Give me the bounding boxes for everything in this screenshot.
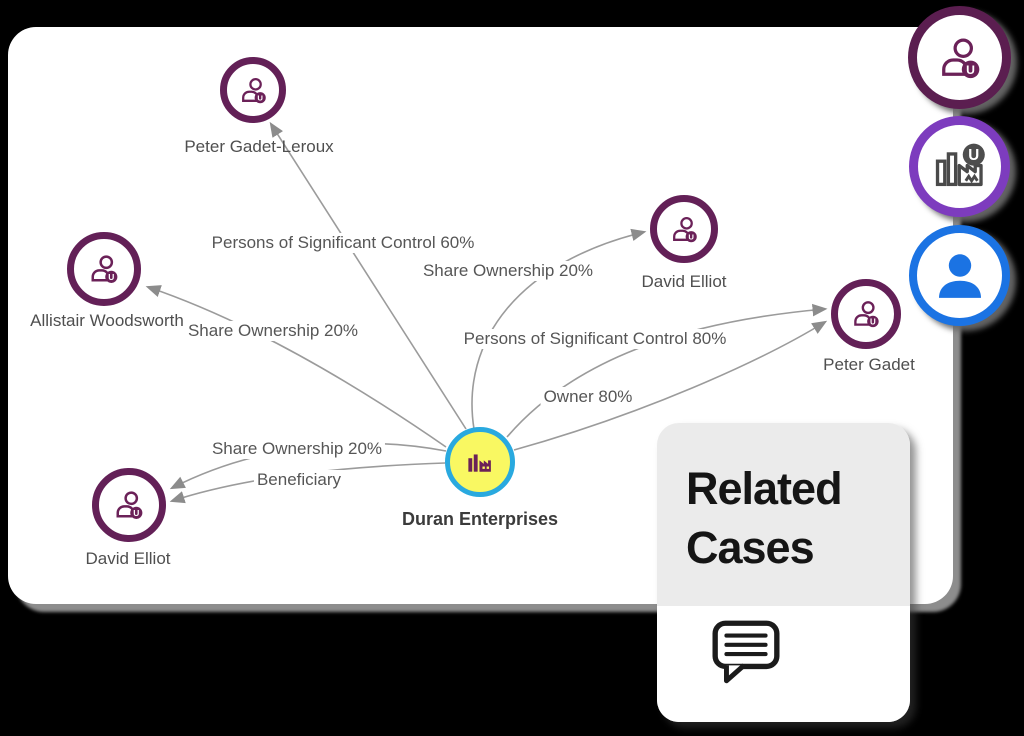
related-cases-title: Related Cases [686,463,843,573]
person-u-icon: U [854,301,879,328]
svg-text:U: U [108,272,114,282]
node-label-duran-enterprises: Duran Enterprises [401,509,559,529]
person-u-icon: U [241,77,266,103]
node-allistair-woodsworth[interactable]: U [67,232,141,306]
node-peter-gadet[interactable]: U [831,279,901,349]
factory-icon [468,454,491,472]
related-cases-header: Related Cases [657,423,910,606]
node-peter-gadet-leroux[interactable]: U [220,57,286,123]
node-label-peter-gadet: Peter Gadet [823,355,915,374]
svg-text:U: U [966,62,975,76]
edge-label-share-ownership-top: Share Ownership 20% [419,261,597,281]
node-david-elliot-bottom[interactable]: U [92,468,166,542]
related-cases-body [657,606,910,722]
node-label-allistair-woodsworth: Allistair Woodsworth [30,311,184,330]
edge-label-share-ownership-bottom: Share Ownership 20% [208,439,386,459]
svg-text:U: U [688,232,694,241]
person-u-icon: U [672,216,697,242]
related-cases-panel[interactable]: Related Cases [657,423,910,722]
person-icon [938,253,981,298]
node-label-peter-gadet-leroux: Peter Gadet-Leroux [184,137,334,156]
badge-company-u[interactable]: U [909,116,1010,217]
person-u-icon: U [91,255,118,283]
person-u-icon: U [116,491,143,519]
badge-person-u[interactable]: U [908,6,1011,109]
edge-label-psc-80: Persons of Significant Control 80% [460,329,730,349]
svg-text:U: U [133,508,139,518]
node-label-david-elliot-top: David Elliot [641,272,727,291]
edge-label-owner-80: Owner 80% [540,387,636,407]
node-duran-enterprises[interactable] [445,427,515,497]
person-u-icon: U [941,38,979,78]
edge-label-beneficiary: Beneficiary [253,470,345,490]
svg-text:U: U [870,317,876,326]
edge-label-psc-60: Persons of Significant Control 60% [208,233,478,253]
chat-icon [709,617,783,690]
edge-label-share-ownership-allistair: Share Ownership 20% [184,321,362,341]
company-u-icon: U [935,143,985,186]
node-label-david-elliot-bottom: David Elliot [85,549,171,568]
svg-text:U: U [257,93,263,102]
svg-text:U: U [968,146,979,163]
node-david-elliot-top[interactable]: U [650,195,718,263]
badge-person[interactable] [909,225,1010,326]
